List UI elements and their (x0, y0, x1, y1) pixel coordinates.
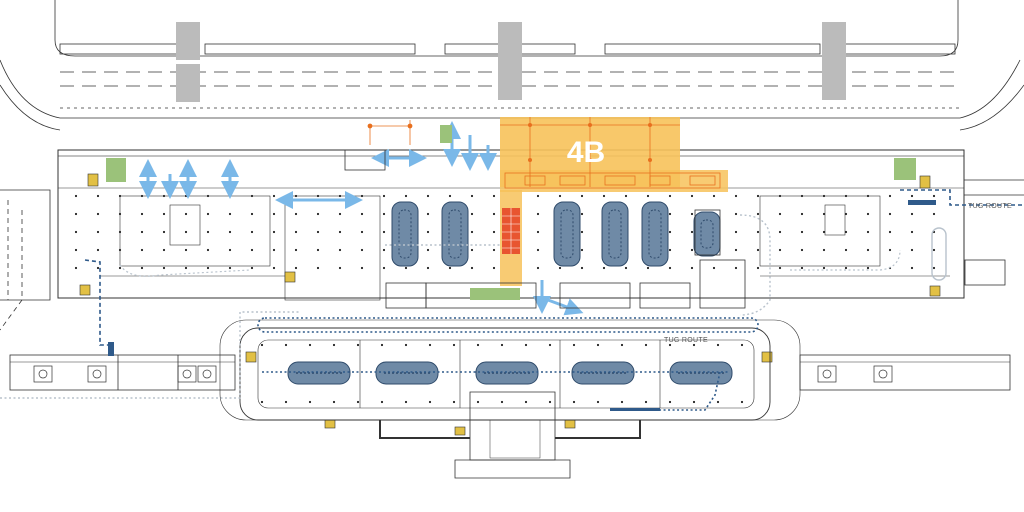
baggage-carousel (601, 201, 629, 267)
carousel-belt (448, 209, 462, 259)
red-security-block (502, 208, 520, 254)
lower-carousels (287, 361, 733, 385)
two-way-arrow-icon (139, 121, 584, 316)
structural-columns (74, 194, 936, 404)
baggage-carousel (571, 361, 635, 385)
tug-route-label-lower: TUG ROUTE (664, 337, 708, 344)
right-annex (964, 179, 1024, 286)
elevator-icon (79, 173, 941, 436)
orange-markers (367, 120, 413, 145)
carousel-belt (560, 209, 574, 259)
baggage-carousel (287, 361, 351, 385)
baggage-carousel (375, 361, 439, 385)
bottom-structure (379, 391, 641, 479)
tug-icon (108, 200, 936, 411)
baggage-carousel (391, 201, 419, 267)
tug-route-paths (0, 189, 1024, 411)
carousel-belt (398, 209, 412, 259)
carousel-belt (700, 219, 714, 249)
baggage-carousel (475, 361, 539, 385)
baggage-carousel (441, 201, 469, 267)
central-structures (344, 149, 746, 309)
fan-icon (33, 365, 893, 383)
carousel-belt (608, 209, 622, 259)
baggage-carousel (693, 211, 721, 257)
baggage-carousel (669, 361, 733, 385)
left-annex (0, 189, 51, 331)
green-core-areas (106, 125, 916, 300)
zone-label: 4B (567, 136, 605, 169)
baggage-carousel (553, 201, 581, 267)
baggage-carousel (641, 201, 669, 267)
crosswalks (176, 22, 846, 102)
upper-carousels (391, 201, 721, 267)
lower-wings (9, 354, 1011, 391)
tug-route-label-right: TUG ROUTE (968, 203, 1012, 210)
carousel-belt (648, 209, 662, 259)
